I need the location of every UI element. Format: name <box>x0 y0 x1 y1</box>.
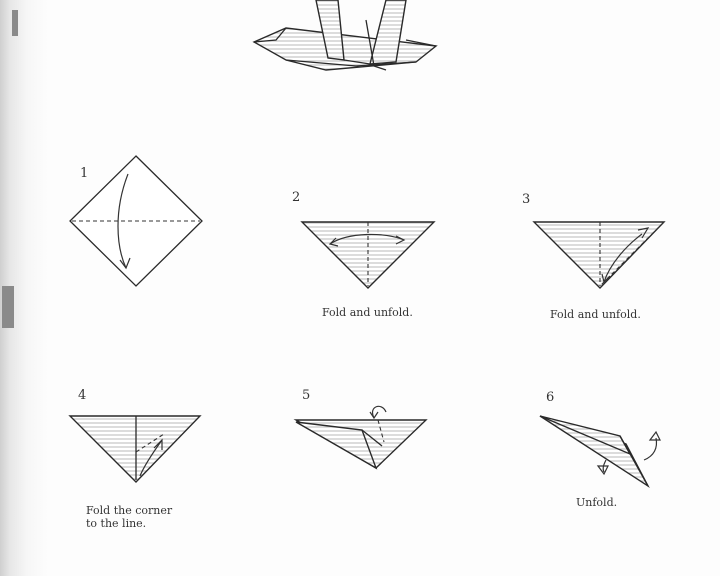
step-2-diagram <box>300 221 436 289</box>
step-4-caption-line-1: Fold the corner <box>86 504 173 517</box>
step-1-number: 1 <box>80 166 89 181</box>
step-6-caption: Unfold. <box>576 496 618 509</box>
step-4-caption-line-2: to the line. <box>86 517 147 530</box>
step-2-caption: Fold and unfold. <box>322 306 413 319</box>
step-3-number: 3 <box>522 192 531 207</box>
step-2-number: 2 <box>292 190 301 205</box>
step-4-diagram <box>68 415 202 483</box>
binding-mark <box>12 10 18 36</box>
step-5-diagram <box>293 405 428 470</box>
step-4-number: 4 <box>78 388 87 403</box>
step-5-number: 5 <box>302 388 311 403</box>
binding-clip <box>2 286 14 328</box>
step-6-number: 6 <box>546 390 555 405</box>
step-3-diagram <box>532 221 666 289</box>
step-3-caption: Fold and unfold. <box>550 308 641 321</box>
page-binding-shadow <box>0 0 48 576</box>
step-6-diagram <box>539 415 661 489</box>
finished-model-diagram <box>252 0 438 71</box>
step-1-diagram <box>69 155 203 287</box>
